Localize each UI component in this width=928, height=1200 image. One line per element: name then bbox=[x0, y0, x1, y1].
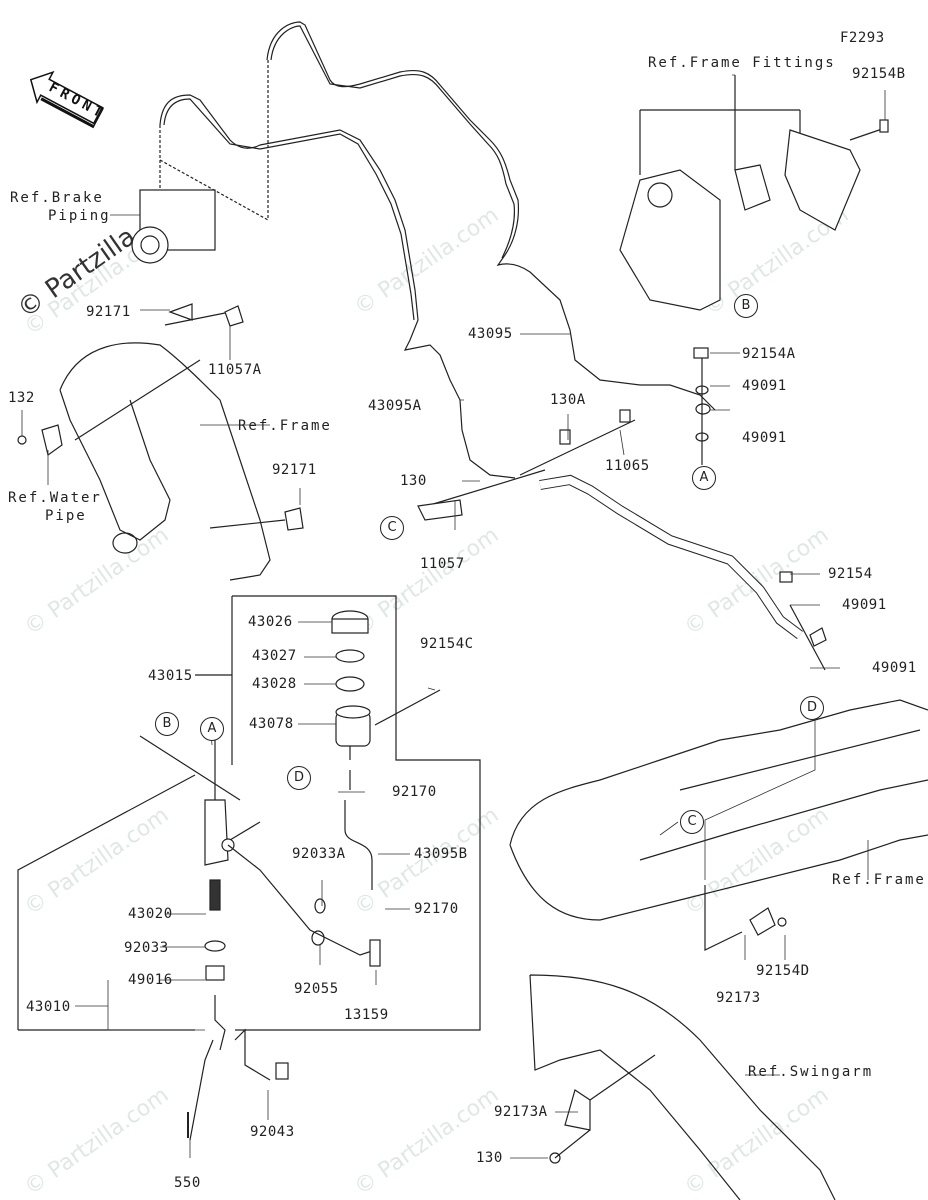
part-label[interactable]: 92033A bbox=[292, 846, 346, 862]
part-label[interactable]: 43028 bbox=[252, 676, 297, 692]
ref-water-pipe-line2: Pipe bbox=[45, 508, 87, 524]
part-label[interactable]: 92171 bbox=[272, 462, 317, 478]
marker-c: C bbox=[380, 516, 404, 540]
part-label[interactable]: 550 bbox=[174, 1175, 201, 1191]
part-label[interactable]: 92043 bbox=[250, 1124, 295, 1140]
part-label[interactable]: 92154C bbox=[420, 636, 474, 652]
part-label[interactable]: 130 bbox=[400, 473, 427, 489]
part-label[interactable]: 92154B bbox=[852, 66, 906, 82]
part-label[interactable]: 11065 bbox=[605, 458, 650, 474]
part-label[interactable]: 43026 bbox=[248, 614, 293, 630]
part-label[interactable]: 92173A bbox=[494, 1104, 548, 1120]
arrow-left-icon bbox=[29, 70, 105, 129]
marker-c: C bbox=[680, 810, 704, 834]
part-label[interactable]: 49091 bbox=[742, 430, 787, 446]
brake-hose bbox=[539, 474, 803, 639]
frame-right bbox=[509, 699, 928, 921]
figure-code: F2293 bbox=[840, 30, 885, 46]
frame-left bbox=[59, 342, 271, 581]
part-label[interactable]: 92055 bbox=[294, 981, 339, 997]
marker-b: B bbox=[734, 294, 758, 318]
swingarm bbox=[529, 974, 836, 1200]
ref-frame-left: Ref.Frame bbox=[238, 418, 332, 434]
part-label[interactable]: 92154A bbox=[742, 346, 796, 362]
part-label[interactable]: 92154 bbox=[828, 566, 873, 582]
part-label[interactable]: 92170 bbox=[392, 784, 437, 800]
part-label[interactable]: 43015 bbox=[148, 668, 193, 684]
frame-fittings-bracket bbox=[639, 75, 801, 175]
ref-frame-fittings: Ref.Frame Fittings bbox=[648, 55, 836, 71]
part-label[interactable]: 92170 bbox=[414, 901, 459, 917]
part-label[interactable]: 130 bbox=[476, 1150, 503, 1166]
part-label[interactable]: 43095 bbox=[468, 326, 513, 342]
part-label[interactable]: 11057 bbox=[420, 556, 465, 572]
ref-swingarm: Ref.Swingarm bbox=[748, 1064, 874, 1080]
ref-brake-piping-line2: Piping bbox=[48, 208, 111, 224]
part-label[interactable]: 92033 bbox=[124, 940, 169, 956]
master-cylinder bbox=[204, 799, 229, 866]
marker-a: A bbox=[200, 717, 224, 741]
marker-b: B bbox=[155, 712, 179, 736]
ref-brake-piping-line1: Ref.Brake bbox=[10, 190, 104, 206]
part-label[interactable]: 49016 bbox=[128, 972, 173, 988]
brake-pipe-lower-inner bbox=[163, 98, 415, 321]
part-label[interactable]: 49091 bbox=[842, 597, 887, 613]
part-label[interactable]: 92171 bbox=[86, 304, 131, 320]
part-label[interactable]: 49091 bbox=[742, 378, 787, 394]
marker-a: A bbox=[692, 466, 716, 490]
part-label[interactable]: 11057A bbox=[208, 362, 262, 378]
brake-pipe-upper bbox=[266, 21, 716, 411]
part-label[interactable]: 132 bbox=[8, 390, 35, 406]
part-label[interactable]: 43095A bbox=[368, 398, 422, 414]
brake-pipe-upper-inner bbox=[270, 25, 516, 259]
marker-d: D bbox=[287, 766, 311, 790]
ref-frame-right: Ref.Frame bbox=[832, 872, 926, 888]
part-label[interactable]: 43020 bbox=[128, 906, 173, 922]
part-label[interactable]: 130A bbox=[550, 392, 586, 408]
part-label[interactable]: 43078 bbox=[249, 716, 294, 732]
ref-water-pipe-line1: Ref.Water bbox=[8, 490, 102, 506]
brake-pipe-lower bbox=[159, 94, 516, 479]
part-label[interactable]: 43010 bbox=[26, 999, 71, 1015]
part-label[interactable]: 49091 bbox=[872, 660, 917, 676]
part-label[interactable]: 13159 bbox=[344, 1007, 389, 1023]
part-label[interactable]: 43095B bbox=[414, 846, 468, 862]
reservoir-group-line bbox=[17, 595, 481, 1031]
part-label[interactable]: 43027 bbox=[252, 648, 297, 664]
front-direction-arrow: FRONT bbox=[20, 62, 109, 133]
part-label[interactable]: 92173 bbox=[716, 990, 761, 1006]
part-label[interactable]: 92154D bbox=[756, 963, 810, 979]
marker-d: D bbox=[800, 696, 824, 720]
